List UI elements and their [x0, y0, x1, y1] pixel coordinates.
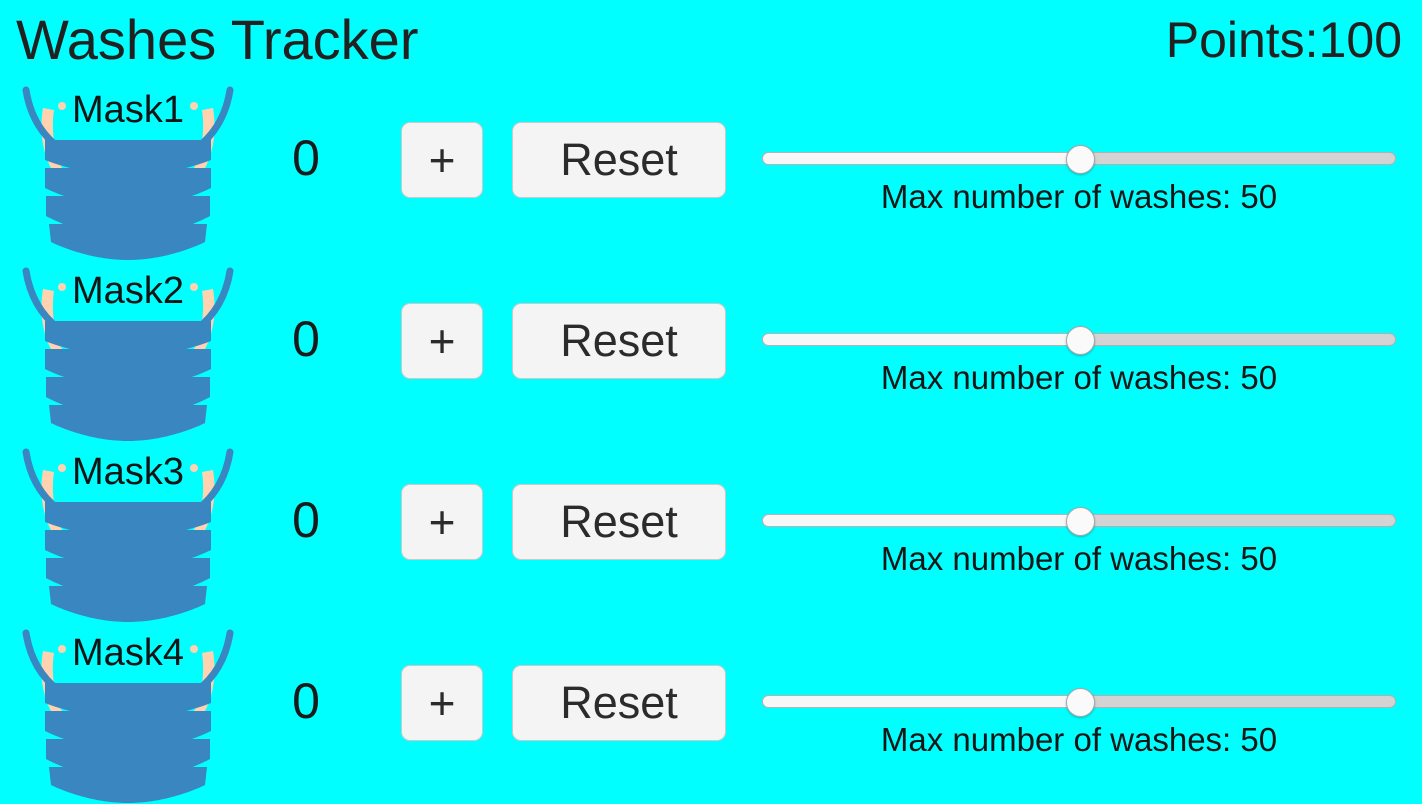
- wash-count: 0: [292, 311, 320, 367]
- slider-fill: [762, 514, 1079, 527]
- slider-thumb[interactable]: [1066, 688, 1095, 717]
- slider-fill: [762, 152, 1079, 165]
- face-mask-icon: Mask1: [12, 84, 244, 260]
- max-washes-slider-group: Max number of washes: 50: [762, 305, 1396, 425]
- wash-count: 0: [292, 492, 320, 548]
- max-washes-slider-group: Max number of washes: 50: [762, 667, 1396, 787]
- mask-row-1: Mask1 0 + Reset Max number of washes: 50: [0, 80, 1422, 261]
- mask-row-4: Mask4 0 + Reset Max number of washes: 50: [0, 623, 1422, 804]
- slider-caption: Max number of washes: 50: [880, 540, 1278, 577]
- wash-count: 0: [292, 130, 320, 186]
- wash-count: 0: [292, 673, 320, 729]
- app-header: Washes Tracker Points:100: [0, 0, 1422, 82]
- slider-caption: Max number of washes: 50: [880, 178, 1278, 215]
- increment-button-1[interactable]: +: [401, 122, 483, 198]
- mask-label: Mask3: [72, 451, 184, 493]
- max-washes-slider-group: Max number of washes: 50: [762, 486, 1396, 606]
- max-washes-slider-4[interactable]: [762, 688, 1396, 717]
- reset-button-2[interactable]: Reset: [512, 303, 726, 379]
- reset-button-4[interactable]: Reset: [512, 665, 726, 741]
- mask-label: Mask2: [72, 270, 184, 312]
- slider-thumb[interactable]: [1066, 326, 1095, 355]
- slider-fill: [762, 333, 1079, 346]
- max-washes-slider-1[interactable]: [762, 145, 1396, 174]
- increment-button-3[interactable]: +: [401, 484, 483, 560]
- reset-button-1[interactable]: Reset: [512, 122, 726, 198]
- mask-row-3: Mask3 0 + Reset Max number of washes: 50: [0, 442, 1422, 623]
- reset-button-3[interactable]: Reset: [512, 484, 726, 560]
- mask-row-2: Mask2 0 + Reset Max number of washes: 50: [0, 261, 1422, 442]
- points-display: Points:100: [1165, 12, 1402, 68]
- slider-thumb[interactable]: [1066, 507, 1095, 536]
- slider-caption: Max number of washes: 50: [880, 359, 1278, 396]
- mask-row-list: Mask1 0 + Reset Max number of washes: 50: [0, 80, 1422, 804]
- max-washes-slider-group: Max number of washes: 50: [762, 124, 1396, 244]
- page-title: Washes Tracker: [16, 8, 419, 71]
- increment-button-2[interactable]: +: [401, 303, 483, 379]
- max-washes-slider-3[interactable]: [762, 507, 1396, 536]
- slider-caption: Max number of washes: 50: [880, 721, 1278, 758]
- slider-fill: [762, 695, 1079, 708]
- mask-label: Mask4: [72, 632, 184, 674]
- mask-label: Mask1: [72, 89, 184, 131]
- increment-button-4[interactable]: +: [401, 665, 483, 741]
- slider-thumb[interactable]: [1066, 145, 1095, 174]
- face-mask-icon: Mask3: [12, 446, 244, 622]
- max-washes-slider-2[interactable]: [762, 326, 1396, 355]
- face-mask-icon: Mask2: [12, 265, 244, 441]
- face-mask-icon: Mask4: [12, 627, 244, 803]
